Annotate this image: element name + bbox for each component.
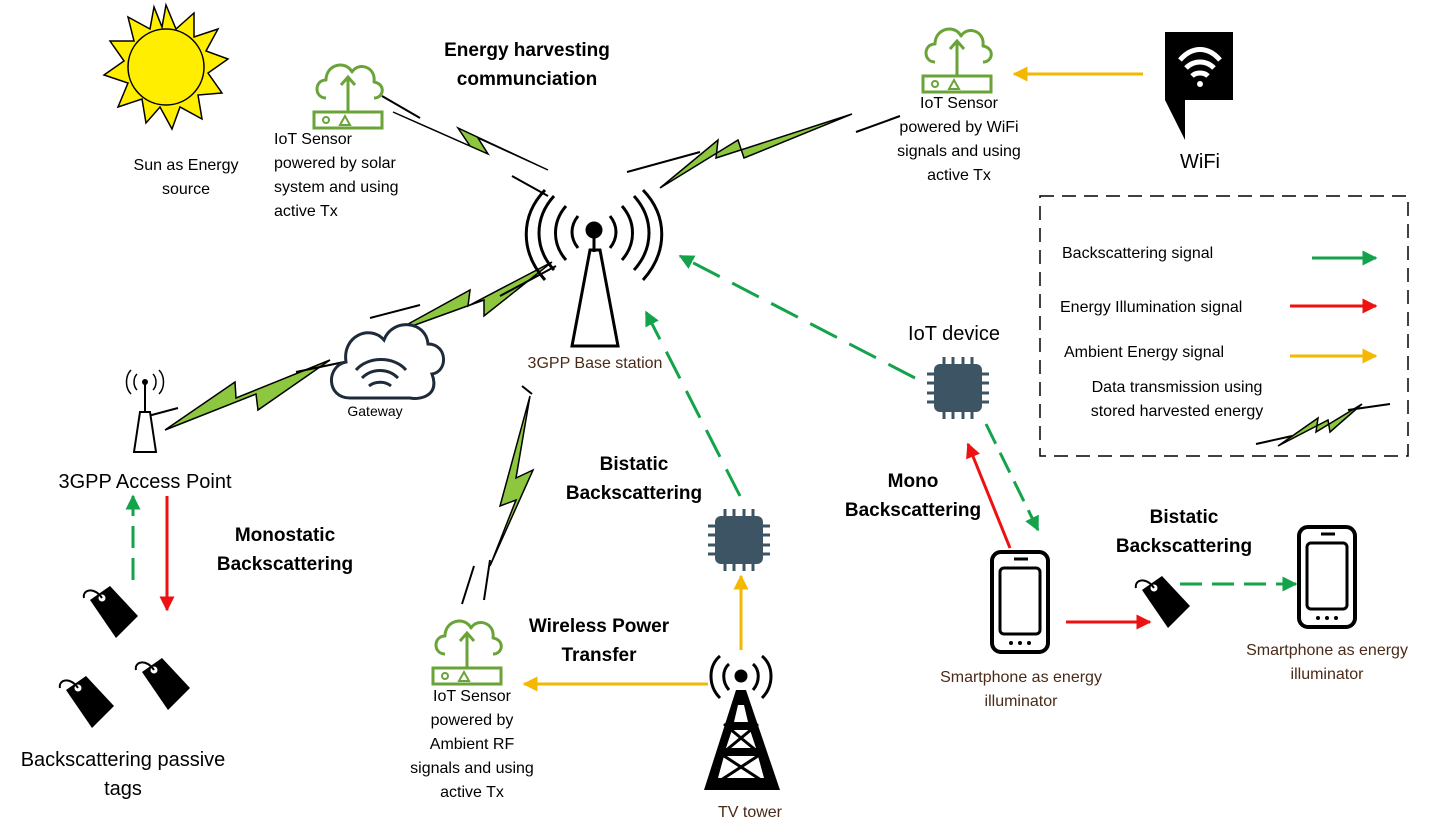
monostatic-label: Monostatic Backscattering bbox=[216, 525, 354, 575]
lightning-links bbox=[164, 111, 853, 567]
bistatic-center-label: Bistatic Backscattering bbox=[565, 454, 703, 504]
smartphone-icon bbox=[990, 550, 1050, 654]
sun-label: Sun as Energy source bbox=[133, 157, 239, 198]
tv-tower-label: TV tower bbox=[717, 804, 782, 821]
chip-icon bbox=[925, 355, 991, 421]
tag-icon bbox=[134, 657, 191, 711]
wifi-label: WiFi bbox=[1180, 151, 1220, 173]
router-cloud-icon bbox=[431, 619, 503, 686]
legend-backscatter-label: Backscattering signal bbox=[1062, 245, 1214, 262]
iot-solar-label: IoT Sensor powered by solar system and u… bbox=[274, 131, 399, 220]
smartphone-label-1: Smartphone as energy illuminator bbox=[940, 669, 1102, 710]
tag-icon bbox=[58, 675, 115, 729]
cloud-wifi-icon bbox=[330, 323, 445, 400]
bistatic-right-label: Bistatic Backscattering bbox=[1115, 507, 1253, 557]
lightning-icon bbox=[489, 395, 535, 567]
antenna-icon bbox=[524, 188, 664, 348]
backscatter-arrow bbox=[644, 310, 742, 497]
legend-box bbox=[1039, 195, 1409, 457]
wifi-icon bbox=[1165, 32, 1233, 140]
legend-data-tx-label: Data transmission using stored harvested… bbox=[1090, 379, 1264, 420]
router-cloud-icon bbox=[312, 63, 384, 130]
lightning-tails bbox=[147, 95, 901, 605]
lightning-icon bbox=[164, 359, 331, 431]
chip-icon bbox=[706, 507, 772, 573]
access-point-label: 3GPP Access Point bbox=[58, 471, 232, 493]
wireless-power-label: Wireless Power Transfer bbox=[528, 616, 670, 666]
lightning-icon bbox=[389, 261, 553, 335]
backscatter-arrow bbox=[678, 254, 916, 380]
iot-ambient-label: IoT Sensor powered by Ambient RF signals… bbox=[410, 688, 534, 801]
smartphone-label-2: Smartphone as energy illuminator bbox=[1246, 642, 1408, 683]
passive-tags-label: Backscattering passive tags bbox=[20, 749, 226, 800]
iot-wifi-label: IoT Sensor powered by WiFi signals and u… bbox=[897, 95, 1021, 184]
base-station-label: 3GPP Base station bbox=[527, 355, 663, 372]
signal-arrows bbox=[125, 66, 1298, 692]
gateway-label: Gateway bbox=[347, 403, 403, 419]
lightning-icon bbox=[1277, 403, 1363, 447]
smartphone-icon bbox=[1297, 525, 1357, 629]
antenna-icon bbox=[125, 369, 165, 453]
iot-device-label: IoT device bbox=[908, 323, 1000, 345]
tv-tower-icon bbox=[704, 654, 780, 790]
router-cloud-icon bbox=[921, 27, 993, 94]
backscatter-arrow bbox=[984, 423, 1040, 532]
illumination-arrow bbox=[966, 442, 1012, 549]
legend-illumination-label: Energy Illumination signal bbox=[1060, 299, 1243, 316]
lightning-icon bbox=[392, 111, 549, 171]
energy-harvesting-label: Energy harvesting communciation bbox=[444, 40, 610, 90]
lightning-icon bbox=[659, 113, 853, 189]
mono-label: Mono Backscattering bbox=[844, 471, 982, 521]
tag-icon bbox=[82, 585, 139, 639]
sun-icon bbox=[102, 2, 230, 131]
legend-ambient-label: Ambient Energy signal bbox=[1064, 344, 1225, 361]
